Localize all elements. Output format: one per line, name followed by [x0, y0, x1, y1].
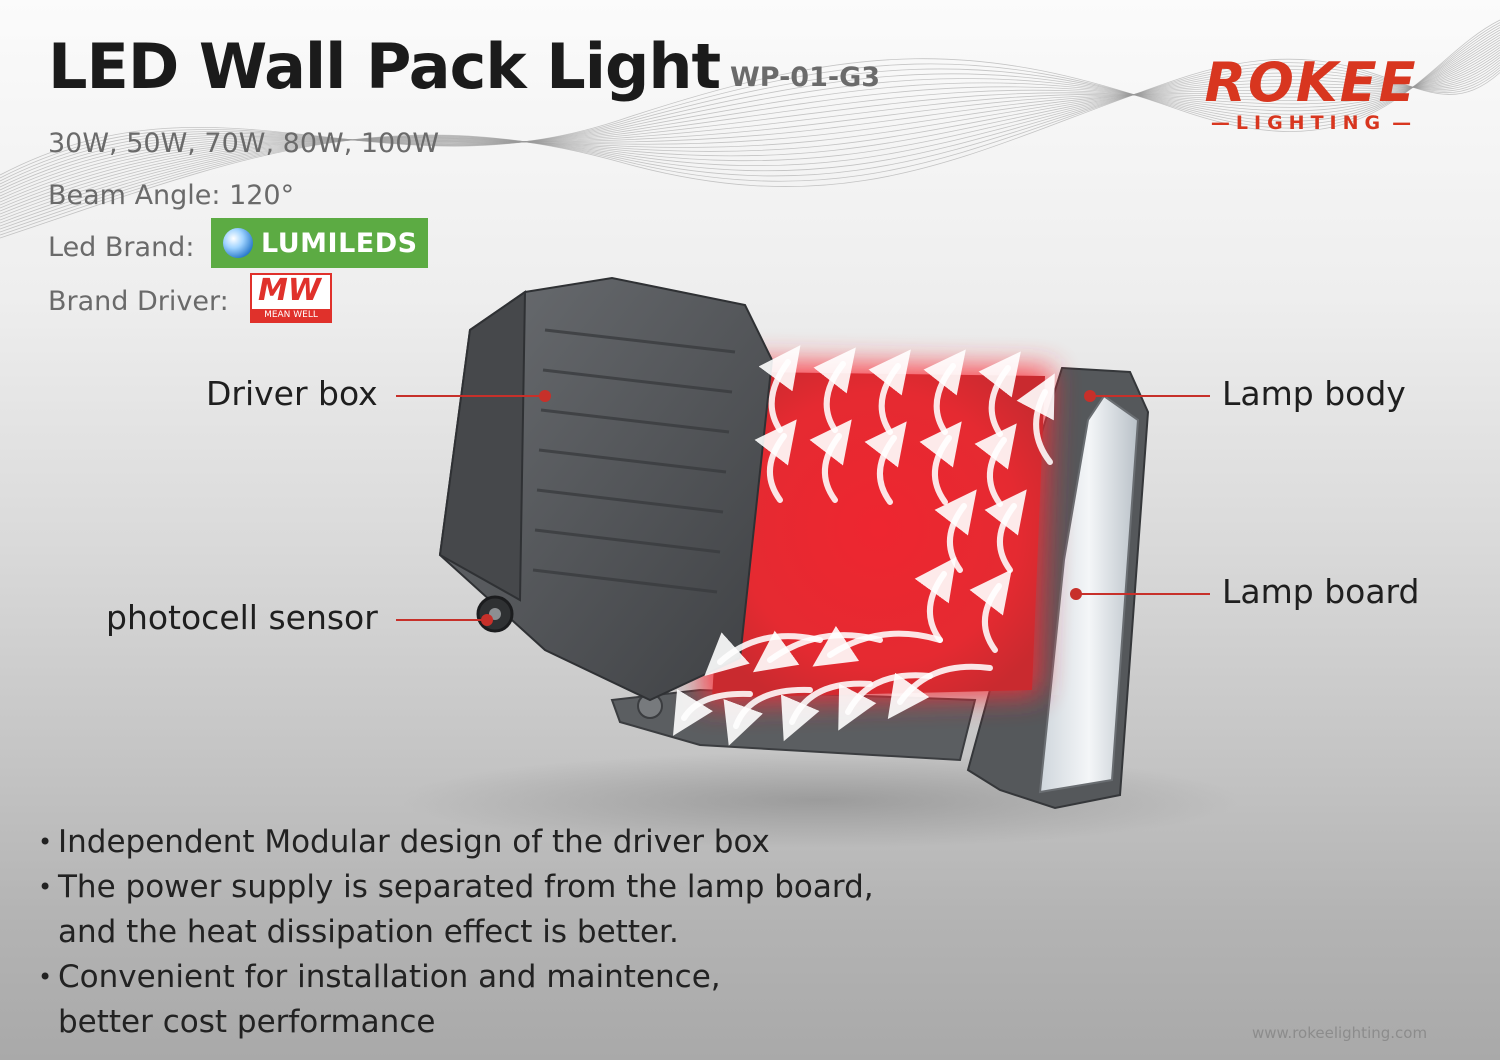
rokee-lighting-logo: ROKEE LIGHTING	[1186, 51, 1436, 135]
wave-line	[0, 42, 1500, 203]
wave-line	[0, 44, 1500, 206]
wave-line	[0, 62, 1500, 227]
wave-line	[0, 62, 1500, 236]
wave-line	[0, 37, 1500, 197]
beam-angle: Beam Angle: 120°	[48, 180, 295, 211]
wave-line	[0, 39, 1500, 200]
model-number: WP-01-G3	[730, 62, 881, 93]
wave-line	[0, 34, 1500, 194]
driver-box-side	[438, 290, 527, 602]
driver-box-ribs	[532, 328, 736, 594]
wave-line	[0, 59, 1500, 224]
wave-line	[0, 47, 1500, 209]
callout-leader-lines	[396, 395, 1210, 621]
wave-line	[0, 58, 1500, 239]
wave-line	[0, 32, 1500, 191]
lumileds-badge: LUMILEDS	[211, 218, 428, 268]
wave-line	[0, 29, 1500, 188]
wave-line	[0, 52, 1500, 215]
feature-item: • Convenient for installation and mainte…	[38, 955, 874, 1045]
meanwell-bar: MEAN WELL	[252, 309, 330, 321]
callout-photocell-sensor: photocell sensor	[106, 598, 378, 637]
lumileds-badge-text: LUMILEDS	[261, 227, 418, 259]
feature-line: and the heat dissipation effect is bette…	[58, 914, 679, 950]
feature-item: • Independent Modular design of the driv…	[38, 820, 874, 865]
lumileds-sphere-icon	[223, 228, 253, 258]
feature-line: better cost performance	[58, 1004, 436, 1040]
bullet-icon: •	[38, 963, 53, 991]
logo-sub-text: LIGHTING	[1186, 112, 1436, 134]
wave-line	[0, 49, 1500, 212]
feature-line: The power supply is separated from the l…	[58, 869, 874, 905]
wave-line	[0, 54, 1500, 218]
bullet-icon: •	[38, 828, 53, 856]
meanwell-subtext: MEAN WELL	[264, 310, 318, 320]
product-title: LED Wall Pack Light	[48, 30, 721, 103]
driver-brand-label: Brand Driver:	[48, 286, 229, 317]
callout-markers	[481, 390, 1096, 626]
feature-list: • Independent Modular design of the driv…	[38, 820, 874, 1045]
logo-main-text: ROKEE	[1204, 51, 1418, 114]
wave-line	[0, 65, 1500, 233]
heat-flow-arrows	[672, 345, 1055, 746]
feature-line: Convenient for installation and maintenc…	[58, 959, 721, 995]
wave-line	[0, 64, 1500, 230]
meanwell-badge: MW MEAN WELL	[250, 273, 332, 323]
feature-item: • The power supply is separated from the…	[38, 865, 874, 955]
meanwell-logo-text: MW	[258, 273, 321, 308]
decorative-wave-lines	[0, 19, 1500, 239]
callout-lamp-board: Lamp board	[1222, 572, 1420, 611]
callout-driver-box: Driver box	[206, 374, 378, 413]
wave-line	[0, 57, 1500, 221]
feature-line: Independent Modular design of the driver…	[58, 824, 770, 860]
callout-lamp-body: Lamp body	[1222, 374, 1406, 413]
website-url: www.rokeelighting.com	[1252, 1024, 1428, 1042]
led-brand-label: Led Brand:	[48, 232, 195, 263]
wattage-list: 30W, 50W, 70W, 80W, 100W	[48, 128, 440, 159]
bullet-icon: •	[38, 873, 53, 901]
